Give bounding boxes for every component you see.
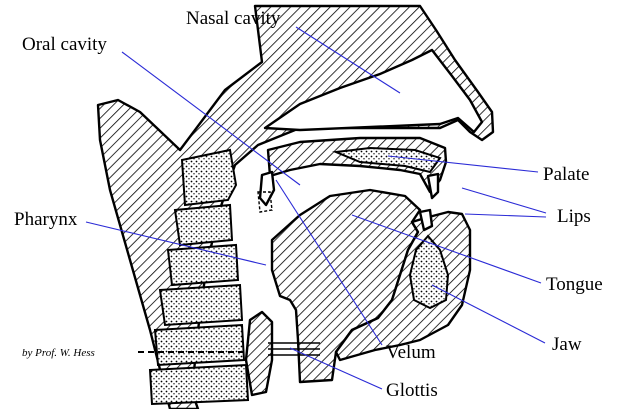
velum-shape <box>260 172 274 205</box>
leader-lips-lower <box>465 214 546 217</box>
leader-lips-upper <box>462 188 546 213</box>
label-palate: Palate <box>543 164 589 185</box>
upper-teeth <box>428 174 438 198</box>
label-velum: Velum <box>386 342 436 363</box>
label-oral-cavity: Oral cavity <box>22 34 107 55</box>
larynx-shape <box>246 312 272 395</box>
label-tongue: Tongue <box>546 274 603 295</box>
label-glottis: Glottis <box>386 380 438 401</box>
credit-text: by Prof. W. Hess <box>22 347 95 359</box>
label-lips: Lips <box>557 206 591 227</box>
label-nasal-cavity: Nasal cavity <box>186 8 281 29</box>
label-pharynx: Pharynx <box>14 209 78 230</box>
label-jaw: Jaw <box>552 334 582 355</box>
